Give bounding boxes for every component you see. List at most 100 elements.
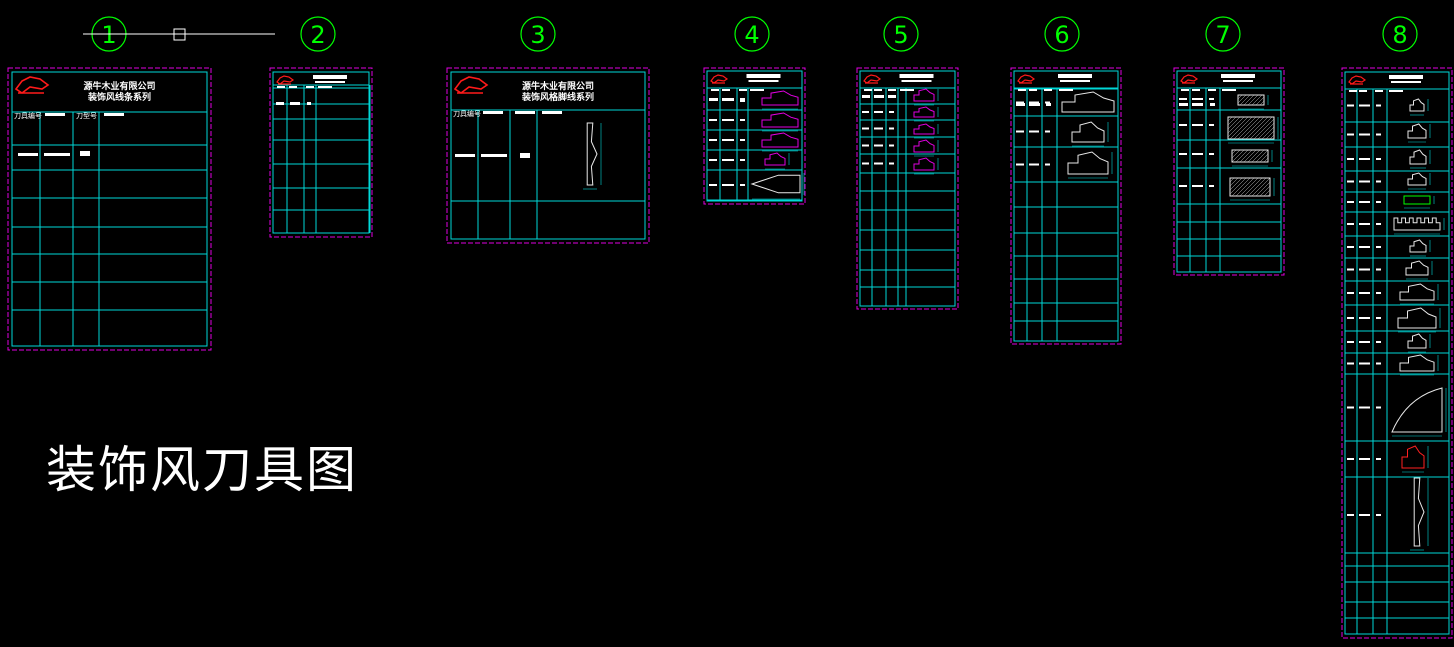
company-logo-icon: [276, 75, 295, 85]
profile-hatch: [1265, 130, 1275, 140]
cutter-profile: [1227, 116, 1275, 140]
cutter-profile: [761, 90, 799, 106]
sheet-2: [269, 67, 373, 238]
marker-number: 6: [1054, 21, 1069, 49]
sheet-frame: [11, 71, 208, 347]
data-cell-mark: [1179, 185, 1187, 187]
profile-hatch: [1235, 149, 1249, 163]
data-cell-mark: [1347, 133, 1354, 136]
drawing-title: 装饰风刀具图: [46, 441, 358, 499]
data-cell-mark: [1016, 130, 1024, 133]
data-cell-mark: [1376, 158, 1381, 160]
marker-number: 7: [1215, 21, 1230, 49]
data-cell-mark: [1359, 514, 1370, 516]
data-cell-mark: [1347, 104, 1354, 107]
profile-hatch: [1227, 116, 1237, 126]
data-cell-mark: [1016, 101, 1024, 104]
sheet-border: [446, 67, 650, 244]
sheet-border: [703, 67, 806, 205]
data-cell-mark: [709, 98, 717, 100]
data-cell-mark: [1376, 514, 1381, 516]
company-logo-icon: [1348, 75, 1367, 85]
marker-circle: [1382, 16, 1418, 52]
company-logo-icon: [453, 76, 489, 94]
title-mark: [1221, 74, 1255, 78]
marker-number: 8: [1392, 21, 1407, 49]
data-cell-mark: [1179, 98, 1187, 100]
cutter-profile: [1407, 333, 1427, 349]
header-cell-mark: [45, 113, 65, 116]
sheet-frame: [272, 71, 370, 234]
data-cell-mark: [1359, 223, 1370, 225]
data-cell-mark: [1376, 201, 1381, 203]
data-cell-mark: [1029, 130, 1039, 133]
data-cell-mark: [1192, 185, 1203, 187]
data-cell-mark: [889, 95, 894, 97]
data-cell-mark: [1376, 246, 1381, 248]
sheet-frame: [450, 71, 646, 240]
profile-hatch: [1227, 116, 1233, 122]
cutter-profile: [1399, 283, 1435, 301]
data-cell-mark: [1359, 362, 1370, 365]
cutter-profile: [913, 88, 935, 102]
sheet-5: [856, 67, 959, 310]
header-cell-mark: [1375, 90, 1383, 92]
cutter-profile: [1399, 354, 1435, 372]
cutter-profile: [750, 174, 801, 194]
cutter-profile: [1393, 217, 1441, 231]
header-cell-mark: [1192, 89, 1200, 91]
header-cell-mark: [900, 89, 914, 91]
data-cell-mark: [520, 153, 530, 158]
data-cell-mark: [1045, 101, 1050, 104]
header-cell-mark: [289, 86, 297, 88]
profile-hatch: [1231, 177, 1251, 197]
data-cell-mark: [1192, 153, 1203, 155]
data-cell-mark: [1359, 406, 1370, 409]
data-cell-mark: [709, 184, 717, 186]
marker-circle: [300, 16, 336, 52]
data-cell-mark: [1376, 458, 1381, 460]
profile-hatch: [1231, 149, 1237, 155]
data-cell-mark: [1209, 98, 1214, 100]
data-cell-mark: [874, 144, 883, 147]
header-cell-mark: [864, 89, 872, 91]
header-cell: 刀型号: [76, 111, 97, 120]
profile-hatch: [1229, 177, 1235, 183]
header-cell-mark: [483, 111, 503, 114]
marker-number: 4: [744, 21, 759, 49]
title-mark: [1389, 75, 1423, 79]
data-cell-mark: [290, 102, 300, 105]
header-cell-mark: [711, 89, 719, 91]
sheet-frame: [1013, 70, 1119, 342]
cutter-profile: [1397, 307, 1437, 329]
data-cell-mark: [1209, 185, 1214, 187]
header-cell: 刀具编号: [453, 109, 481, 118]
sheet-marker-7: 7: [1205, 16, 1241, 52]
sheet-marker-2: 2: [300, 16, 336, 52]
profile-hatch: [1251, 177, 1271, 197]
profile-hatch: [1229, 177, 1247, 195]
data-cell-mark: [1359, 180, 1370, 183]
data-cell-mark: [455, 154, 475, 157]
header-cell-mark: [515, 111, 535, 114]
data-cell-mark: [740, 184, 745, 186]
header-cell-mark: [1222, 89, 1236, 91]
header-cell-mark: [739, 89, 747, 91]
sheet-border: [7, 67, 212, 351]
profile-hatch: [1239, 94, 1251, 106]
data-cell-mark: [862, 127, 869, 130]
header-cell-mark: [1044, 89, 1052, 91]
cutter-profile: [1061, 91, 1115, 113]
profile-hatch: [1233, 116, 1257, 140]
cutter-profile: [586, 122, 598, 186]
profile-hatch: [1247, 149, 1261, 163]
sheet-marker-8: 8: [1382, 16, 1418, 52]
data-cell-mark: [1210, 103, 1215, 106]
data-cell-mark: [1359, 133, 1370, 136]
data-cell-mark: [722, 184, 734, 186]
cutter-profile: [1401, 445, 1425, 469]
subtitle-mark: [901, 80, 932, 82]
cad-crosshair-cursor: [83, 28, 275, 41]
sheet-7: [1173, 67, 1285, 276]
